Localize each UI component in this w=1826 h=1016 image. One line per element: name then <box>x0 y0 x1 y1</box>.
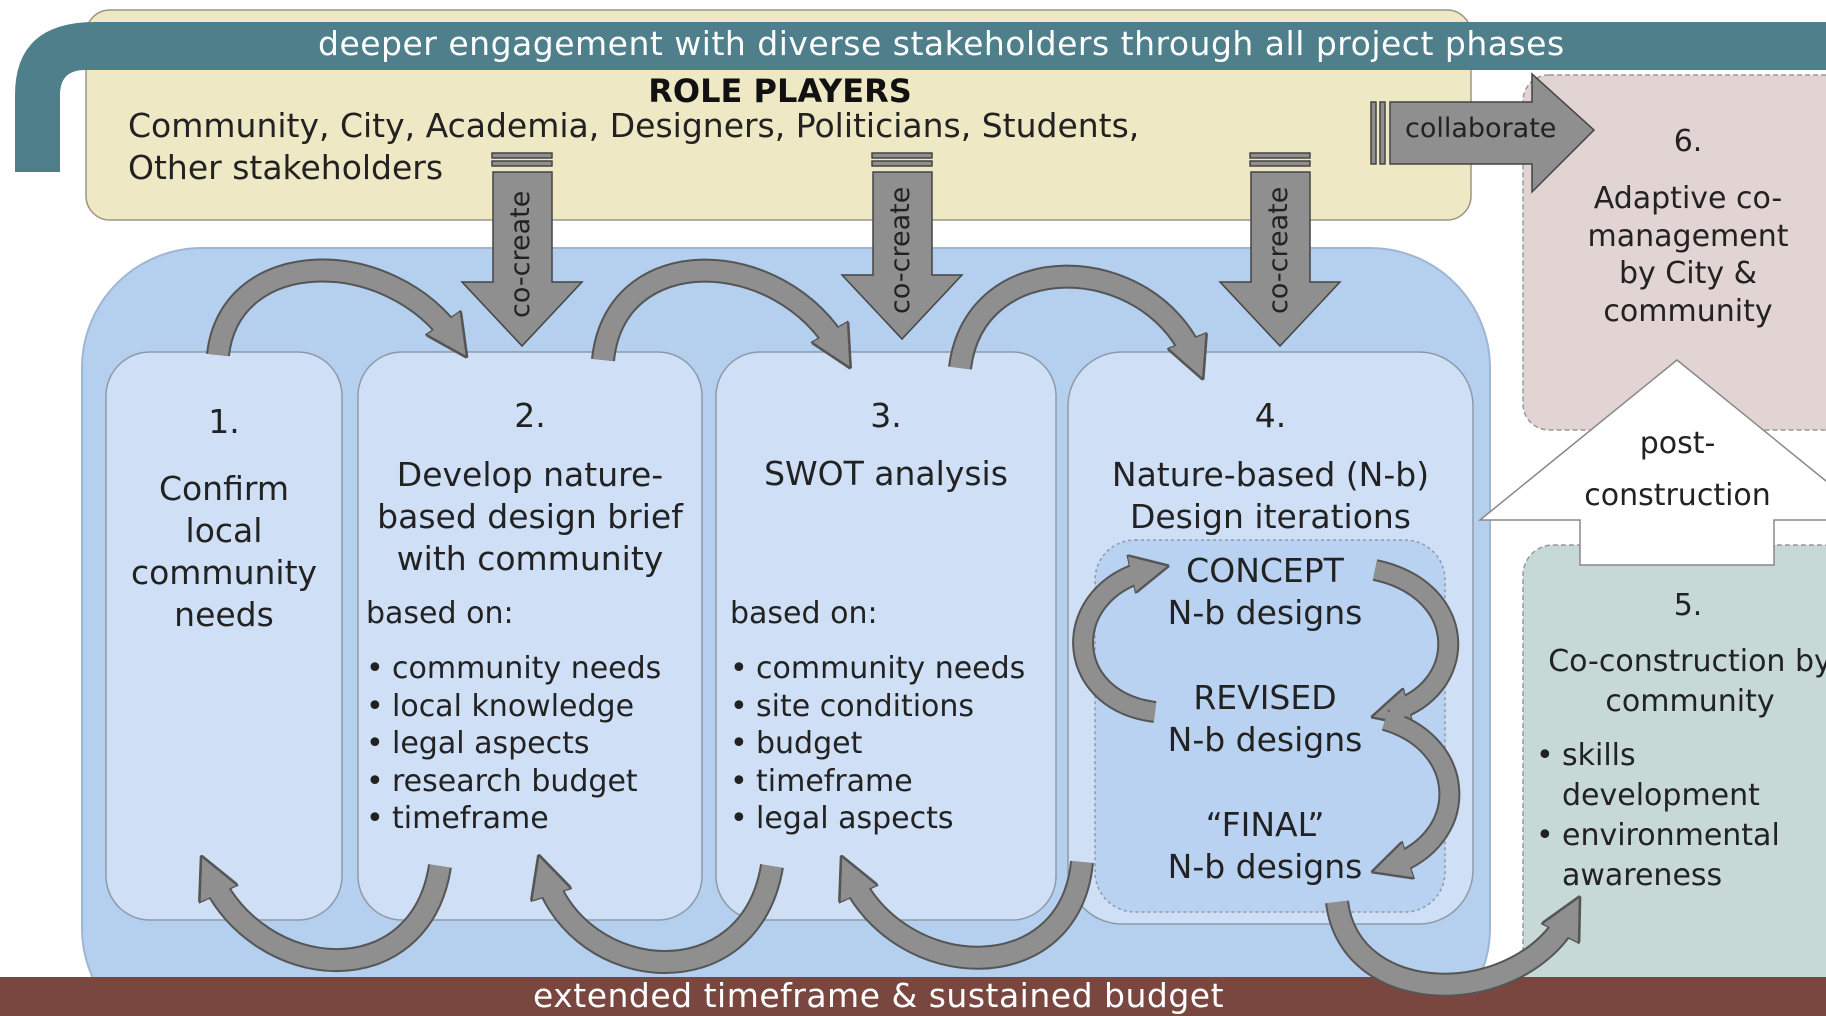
step3-based-on: based on: <box>730 596 878 631</box>
list-item: community needs <box>366 650 661 688</box>
top-banner-text: deeper engagement with diverse stakehold… <box>318 24 1565 63</box>
step3-number: 3. <box>870 396 902 435</box>
iteration-revised-sub: N-b designs <box>1167 720 1363 759</box>
cocreate-label-1: co-create <box>505 190 536 318</box>
list-item: environmental awareness <box>1536 816 1780 896</box>
cocreate-label-3: co-create <box>1263 186 1294 314</box>
cocreate-arrow-3 <box>1218 152 1342 348</box>
list-item: budget <box>730 725 1025 763</box>
cocreate-label-2: co-create <box>885 186 916 314</box>
list-item: timeframe <box>730 763 1025 801</box>
list-item: community needs <box>730 650 1025 688</box>
step6-number: 6. <box>1673 124 1703 159</box>
role-players-line2: Other stakeholders <box>128 148 444 187</box>
iteration-concept-label: CONCEPT <box>1186 551 1344 590</box>
bottom-bar <box>0 977 1826 1016</box>
step4-number: 4. <box>1254 396 1287 435</box>
step2-number: 2. <box>514 396 546 435</box>
collaborate-label: collaborate <box>1405 113 1557 144</box>
step6-title: Adaptive co- management by City & commun… <box>1587 181 1789 329</box>
post-construction-line2: construction <box>1584 478 1771 513</box>
step1-number: 1. <box>208 402 240 441</box>
cocreate-arrow-1 <box>460 152 584 348</box>
role-players-line1: Community, City, Academia, Designers, Po… <box>128 106 1140 145</box>
post-construction-arrow <box>1477 359 1826 566</box>
top-banner-shape <box>15 22 1826 172</box>
iteration-final-label: “FINAL” <box>1205 805 1325 844</box>
list-item: legal aspects <box>366 725 661 763</box>
iteration-revised-label: REVISED <box>1193 678 1337 717</box>
list-item: skills development <box>1536 736 1780 816</box>
cocreate-arrow-2 <box>840 152 964 341</box>
list-item: legal aspects <box>730 800 1025 838</box>
step3-bullets: community needs site conditions budget t… <box>730 650 1025 838</box>
list-item: local knowledge <box>366 688 661 726</box>
step5-number: 5. <box>1673 588 1703 623</box>
step2-bullets: community needs local knowledge legal as… <box>366 650 661 838</box>
iteration-revised: REVISED N-b designs <box>1120 677 1410 761</box>
list-item: research budget <box>366 763 661 801</box>
bottom-banner-text: extended timeframe & sustained budget <box>533 976 1225 1015</box>
iterations-box <box>1094 539 1446 913</box>
list-item: timeframe <box>366 800 661 838</box>
iteration-final-sub: N-b designs <box>1167 847 1363 886</box>
list-item: site conditions <box>730 688 1025 726</box>
step5-title: Co-construction by community <box>1548 644 1826 719</box>
iteration-final: “FINAL” N-b designs <box>1120 804 1410 888</box>
step4-title: Nature-based (N-b) Design iterations <box>1111 455 1430 536</box>
step2-based-on: based on: <box>366 596 514 631</box>
iteration-concept: CONCEPT N-b designs <box>1120 550 1410 634</box>
step3-title: SWOT analysis <box>764 454 1008 493</box>
step5-bullets: skills development environmental awarene… <box>1536 736 1780 896</box>
collaborate-arrow <box>1370 72 1596 194</box>
step2-title: Develop nature- based design brief with … <box>377 455 683 578</box>
iteration-concept-sub: N-b designs <box>1167 593 1363 632</box>
step1-title: Confirm local community needs <box>130 469 318 634</box>
role-players-title: ROLE PLAYERS <box>648 72 912 110</box>
post-construction-line1: post- <box>1639 426 1716 461</box>
